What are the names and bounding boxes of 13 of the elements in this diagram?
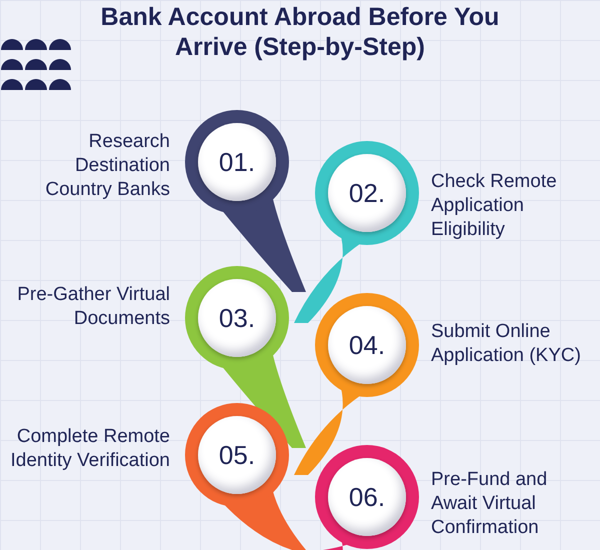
step-number: 02.	[348, 178, 386, 208]
step-label: Pre-Fund and Await Virtual Confirmation	[431, 468, 548, 540]
step-number: 04.	[348, 330, 386, 360]
step-number: 05.	[218, 440, 256, 470]
step-label: Submit Online Application (KYC)	[431, 320, 582, 368]
step-label: Complete Remote Identity Verification	[10, 425, 170, 473]
title: Bank Account Abroad Before You Arrive (Step-by-Step)	[100, 2, 500, 62]
step-number: 06.	[348, 482, 386, 512]
step-number: 03.	[218, 302, 256, 334]
step-label: Research Destination Country Banks	[44, 130, 170, 202]
step-label: Pre-Gather Virtual Documents	[16, 283, 170, 331]
step-number: 01.	[218, 146, 256, 178]
step-label: Check Remote Application Eligibility	[431, 170, 558, 242]
